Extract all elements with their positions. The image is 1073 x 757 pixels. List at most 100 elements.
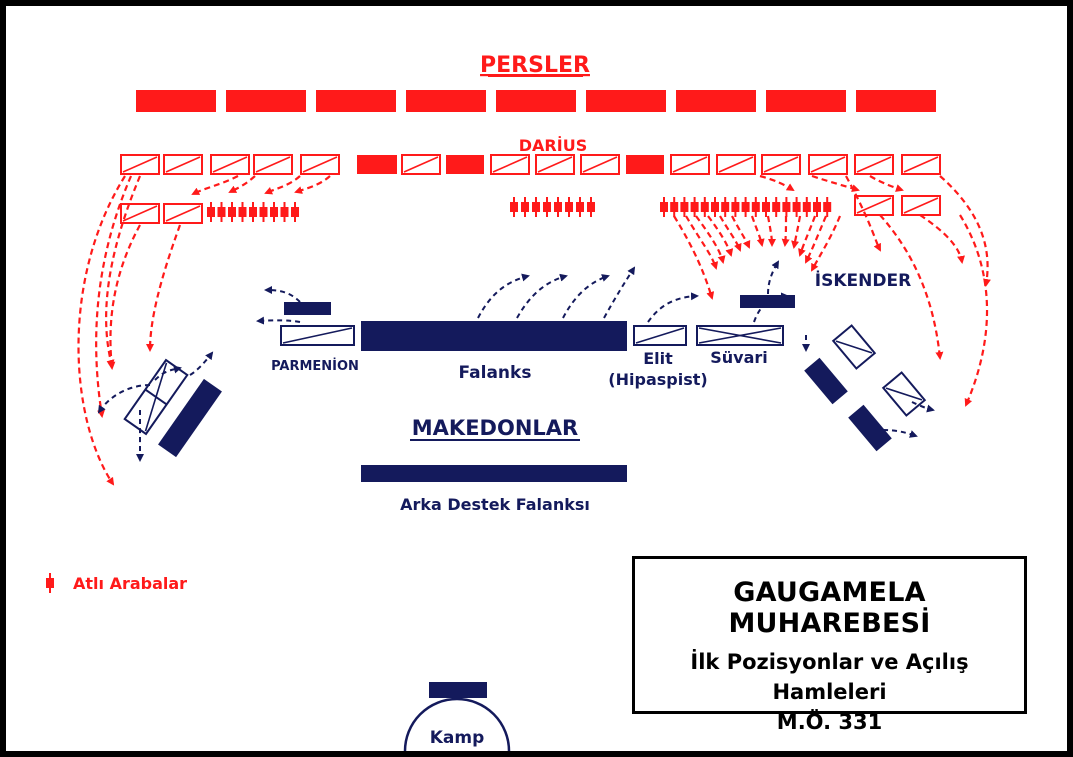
chariot-icon xyxy=(510,197,518,217)
persian-second-solid-unit xyxy=(626,155,664,174)
chariot-icon xyxy=(670,197,679,217)
info-title: GAUGAMELA MUHAREBESİ xyxy=(728,577,931,639)
info-line2: Hamleleri xyxy=(772,680,887,704)
persian-second-hatched-unit xyxy=(580,154,620,175)
persian-arrow xyxy=(759,174,795,192)
chariot-icon xyxy=(690,197,699,217)
macedonian-arrow xyxy=(516,273,568,319)
right-wing-hatched-unit xyxy=(881,371,927,417)
persian-arrow xyxy=(695,215,726,264)
persian-arrow xyxy=(959,214,989,407)
parmenion-label: PARMENİON xyxy=(271,358,359,374)
chariot-icon xyxy=(731,197,740,217)
legend-chariot-icon xyxy=(46,573,54,593)
persian-second-hatched-unit xyxy=(490,154,530,175)
macedonian-arrow xyxy=(767,260,780,295)
persian-arrow xyxy=(805,215,828,264)
persian-arrow xyxy=(95,175,133,418)
persian-arrow xyxy=(869,175,904,192)
persian-second-hatched-unit xyxy=(120,154,160,175)
chariot-icon xyxy=(660,197,668,217)
info-line1: İlk Pozisyonlar ve Açılış xyxy=(690,650,969,674)
alexander-unit xyxy=(740,295,795,308)
alexander-label: İSKENDER xyxy=(815,269,911,291)
macedonian-arrow xyxy=(882,429,918,438)
camp-label: Kamp xyxy=(430,728,485,748)
persian-arrow xyxy=(77,175,126,486)
persian-second-hatched-unit xyxy=(210,154,250,175)
chariot-icon xyxy=(554,197,562,217)
chariot-icon xyxy=(259,202,268,222)
macedonian-arrow xyxy=(256,316,301,325)
chariot-icon xyxy=(228,202,236,222)
macedonian-arrow xyxy=(97,384,151,414)
chariot-icon xyxy=(521,197,529,217)
battle-diagram: PERSLER DARİUS İSKENDER PARMENİON Falank… xyxy=(46,53,991,751)
persian-front-unit xyxy=(586,90,666,112)
phalanx-unit xyxy=(361,321,627,351)
chariot-icon xyxy=(813,197,821,217)
persian-front-unit xyxy=(136,90,216,112)
chariot-icon xyxy=(772,197,781,217)
persian-second-hatched-unit xyxy=(901,154,941,175)
rotated-unit xyxy=(848,404,892,452)
chariot-icon xyxy=(587,197,595,217)
persian-arrow xyxy=(811,174,860,193)
persian-arrow xyxy=(798,215,817,257)
persian-arrow xyxy=(791,215,802,249)
chariot-icon xyxy=(680,197,689,217)
cavalry-label: Süvari xyxy=(710,348,768,367)
persian-arrow xyxy=(731,215,751,249)
persian-arrow xyxy=(685,215,719,270)
right-wing-solid-unit xyxy=(804,357,848,405)
chariot-icon xyxy=(207,202,215,222)
persian-arrow xyxy=(811,215,842,272)
persian-front-unit xyxy=(766,90,846,112)
persian-front-line xyxy=(136,90,936,112)
battle-map: PERSLER DARİUS İSKENDER PARMENİON Falank… xyxy=(6,6,1067,751)
persian-second-solid-unit xyxy=(357,155,397,174)
macedonian-movement-arrows xyxy=(97,260,935,462)
rear-phalanx-unit xyxy=(361,465,627,482)
macedonian-arrow xyxy=(911,401,935,413)
persian-second-hatched-unit xyxy=(535,154,575,175)
persian-arrow xyxy=(939,175,991,287)
hypaspists-unit xyxy=(633,325,687,346)
persian-front-unit xyxy=(316,90,396,112)
persian-second-hatched-unit xyxy=(163,154,203,175)
persian-right-forward-unit xyxy=(901,195,941,216)
persian-arrow xyxy=(191,175,239,195)
persian-arrow xyxy=(264,175,301,195)
persians-label: PERSLER xyxy=(480,53,590,78)
right-wing-solid-unit xyxy=(848,404,892,452)
chariot-icon xyxy=(711,197,719,217)
macedonian-arrow xyxy=(647,292,699,323)
persian-front-unit xyxy=(856,90,936,112)
chariot-icon xyxy=(700,197,709,217)
macedonian-arrow xyxy=(189,351,214,376)
persian-arrow xyxy=(766,215,776,247)
persian-second-line xyxy=(120,154,941,175)
chariot-icon xyxy=(270,202,278,222)
persian-front-unit xyxy=(406,90,486,112)
persian-left-forward-unit xyxy=(120,203,160,224)
chariot-icon xyxy=(249,202,257,222)
info-line3: M.Ö. 331 xyxy=(776,710,883,734)
rotated-unit xyxy=(158,378,222,458)
persian-second-hatched-unit xyxy=(716,154,756,175)
left-wing-solid-unit xyxy=(158,378,222,458)
persian-arrow xyxy=(107,224,141,370)
persian-front-unit xyxy=(496,90,576,112)
persian-second-hatched-unit xyxy=(854,154,894,175)
macedonian-arrow xyxy=(562,274,610,319)
rotated-unit xyxy=(881,371,927,417)
persian-arrow xyxy=(845,175,881,252)
persian-arrow xyxy=(294,175,331,194)
persian-second-solid-unit xyxy=(446,155,484,174)
persian-arrow xyxy=(228,175,256,193)
persian-arrow xyxy=(146,224,182,352)
persian-arrow xyxy=(673,215,715,300)
darius-label: DARİUS xyxy=(519,136,587,155)
persian-arrow xyxy=(105,175,142,368)
